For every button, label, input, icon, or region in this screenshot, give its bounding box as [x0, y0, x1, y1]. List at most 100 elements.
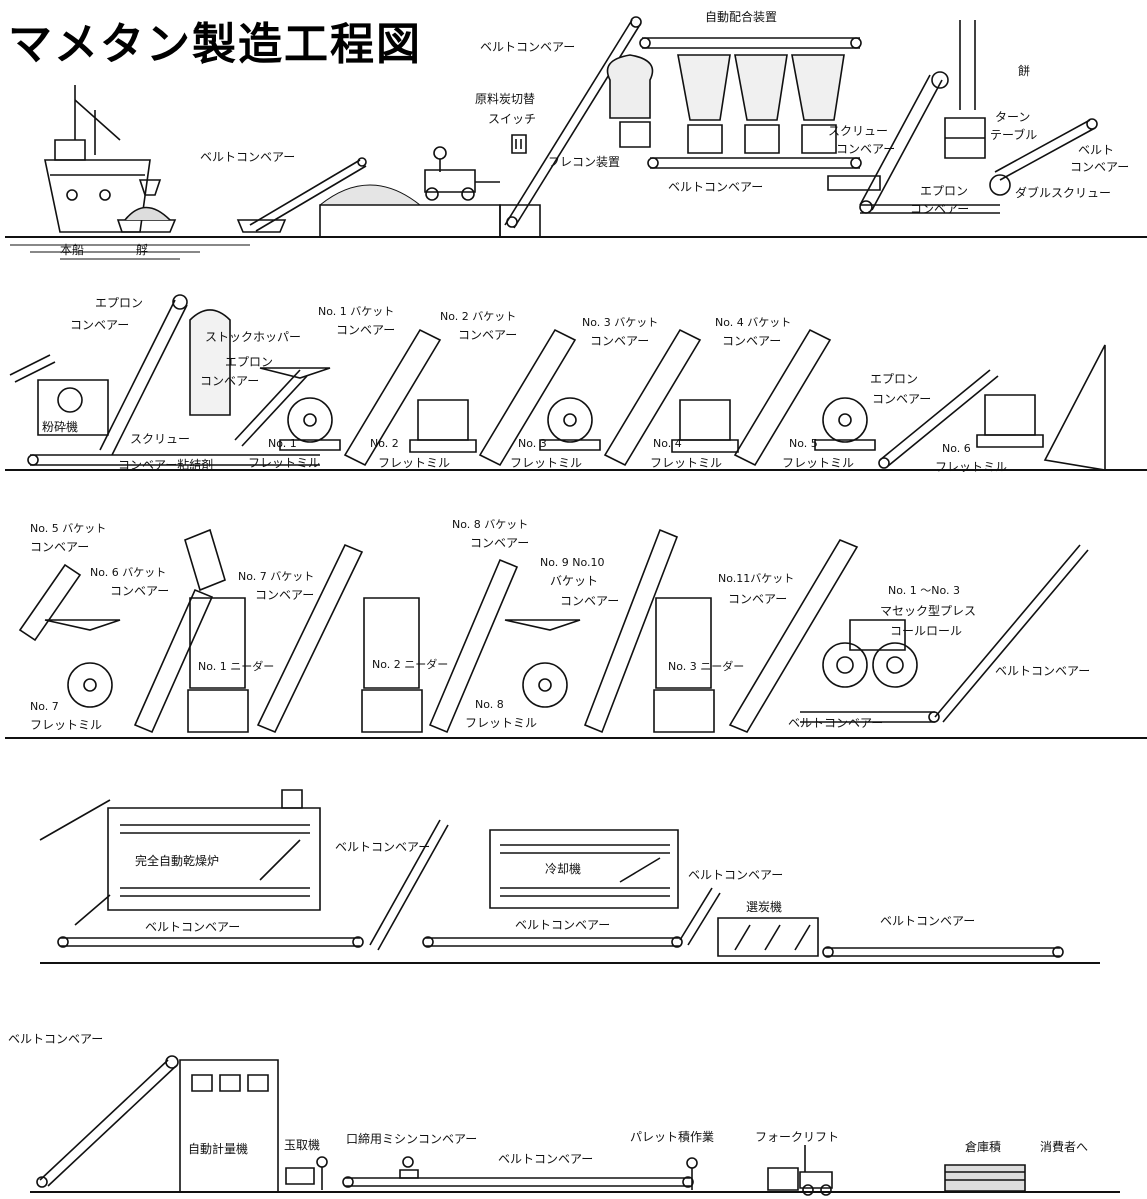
- yard-platform: [320, 205, 500, 237]
- label-b2a: No. 2 バケット: [440, 310, 517, 323]
- label-belt-h: ベルトコンベアー: [335, 840, 431, 854]
- label-jidou-haigou: 自動配合装置: [705, 10, 778, 24]
- label-m4a: No. 4: [653, 437, 682, 450]
- bucket-conveyor-row3-icon: [20, 530, 857, 732]
- scale-icon: [180, 1060, 278, 1192]
- label-b8a: No. 8 バケット: [452, 518, 529, 531]
- ship-icon: [45, 85, 150, 232]
- label-screw2: コンベアー: [836, 142, 896, 156]
- apron-conveyor-icon: [860, 72, 1000, 213]
- label-belt-d2: コンベアー: [1070, 160, 1130, 174]
- label-b3b: コンベアー: [590, 334, 650, 348]
- label-m3b: フレットミル: [510, 456, 583, 470]
- apron-conveyor-2-icon: [28, 295, 320, 465]
- label-b1b: コンベアー: [336, 323, 396, 337]
- label-pallet: パレット積作業: [630, 1130, 715, 1144]
- screw-conveyor-icon: [828, 176, 880, 190]
- apron-conveyor-3-icon: [879, 370, 998, 468]
- label-r2-apron2: コンベアー: [70, 318, 130, 332]
- label-m2a: No. 2: [370, 437, 399, 450]
- label-screw1: スクリュー: [828, 124, 889, 138]
- label-r2-apron6: コンベアー: [872, 392, 932, 406]
- label-furekon: フレコン装置: [548, 155, 621, 169]
- hopper-icon: [608, 55, 653, 147]
- kneader-icon: [188, 598, 714, 732]
- label-honsen: 本船: [60, 243, 85, 257]
- forklift-icon: [687, 1145, 832, 1195]
- label-genryo: 原料炭切替: [475, 92, 536, 106]
- label-forklift: フォークリフト: [755, 1130, 840, 1144]
- tractor-icon: [425, 147, 500, 200]
- label-turn2: テーブル: [990, 128, 1038, 142]
- crusher-icon: [10, 355, 108, 435]
- label-belt-e: ベルトコンベアー: [995, 664, 1091, 678]
- label-kneader3: No. 3 ニーダー: [668, 660, 745, 673]
- label-kuchijime: 口締用ミシンコンベアー: [346, 1132, 478, 1146]
- label-screw: スクリュー: [130, 432, 191, 446]
- page-title: マメタン製造工程図: [8, 19, 422, 70]
- label-tamatori: 玉取機: [284, 1138, 321, 1152]
- switch-icon: [512, 135, 526, 153]
- label-sentanki: 選炭機: [746, 900, 783, 914]
- label-b5b: コンベアー: [30, 540, 90, 554]
- label-m1b: フレットミル: [248, 456, 321, 470]
- belt-conveyor-e-icon: [935, 545, 1088, 722]
- label-r2-apron1: エプロン: [95, 296, 144, 310]
- label-m8a: No. 8: [475, 698, 504, 711]
- label-belt-b: ベルトコンベアー: [480, 40, 576, 54]
- label-switch: スイッチ: [488, 112, 537, 126]
- label-belt-c: ベルトコンベアー: [668, 180, 764, 194]
- bag-conveyor-icon: [343, 1157, 693, 1187]
- label-b11b: コンベアー: [728, 592, 788, 606]
- label-m7a: No. 7: [30, 700, 59, 713]
- label-b2b: コンベアー: [458, 328, 518, 342]
- label-b7a: No. 7 バケット: [238, 570, 315, 583]
- label-hashike: 艀: [136, 243, 149, 257]
- label-turn1: ターン: [995, 110, 1031, 124]
- water-icon: [10, 245, 250, 259]
- label-b910a: No. 9 No.10: [540, 556, 605, 569]
- turn-table-icon: [945, 20, 1010, 195]
- fret-mill-icon: [260, 368, 1043, 452]
- label-r2-apron4: コンベアー: [200, 374, 260, 388]
- label-b910b: バケット: [550, 574, 599, 588]
- label-m6a: No. 6: [942, 442, 971, 455]
- label-m2b: フレットミル: [378, 456, 451, 470]
- dryer-icon: [40, 790, 320, 910]
- belt-conveyor-l-icon: [37, 1056, 178, 1187]
- label-b3a: No. 3 バケット: [582, 316, 659, 329]
- label-r2-apron5: エプロン: [870, 372, 919, 386]
- auto-blending-hoppers: [640, 38, 861, 168]
- belt-conveyor-a-icon: [238, 158, 420, 232]
- label-belt-d1: ベルト: [1078, 143, 1115, 157]
- label-b4a: No. 4 バケット: [715, 316, 792, 329]
- label-m5a: No. 5: [789, 437, 818, 450]
- belt-conveyor-k-icon: [823, 947, 1063, 957]
- screen-icon: [718, 918, 818, 956]
- cooler-icon: [490, 830, 678, 908]
- label-belt-g: ベルトコンベアー: [145, 920, 241, 934]
- label-shouhisha: 消費者へ: [1040, 1140, 1089, 1154]
- belt-conveyor-i-icon: [423, 888, 720, 947]
- label-b11a: No.11バケット: [718, 572, 795, 585]
- label-scale: 自動計量機: [188, 1142, 249, 1156]
- belt-conveyor-g-icon: [58, 820, 448, 950]
- label-b7b: コンベアー: [255, 588, 315, 602]
- fret-mill-row3-icon: [45, 620, 580, 707]
- belt-conveyor-d-icon: [995, 119, 1097, 180]
- label-m8b: フレットミル: [465, 716, 538, 730]
- label-kneader2: No. 2 ニーダー: [372, 658, 449, 671]
- label-press2: マセック型プレス: [880, 604, 977, 618]
- label-souko: 倉庫積: [965, 1140, 1002, 1154]
- barge-icon: [118, 180, 175, 232]
- label-kneader1: No. 1 ニーダー: [198, 660, 275, 673]
- label-belt-j: ベルトコンベアー: [688, 868, 784, 882]
- label-funsaiki: 粉砕機: [42, 420, 79, 434]
- label-apron2: コンベアー: [910, 202, 970, 216]
- label-b910c: コンベアー: [560, 594, 620, 608]
- label-b1a: No. 1 バケット: [318, 305, 395, 318]
- label-press1: No. 1 ～No. 3: [888, 584, 961, 597]
- label-belt-f: ベルトコンベアー: [788, 716, 884, 730]
- label-b8b: コンベアー: [470, 536, 530, 550]
